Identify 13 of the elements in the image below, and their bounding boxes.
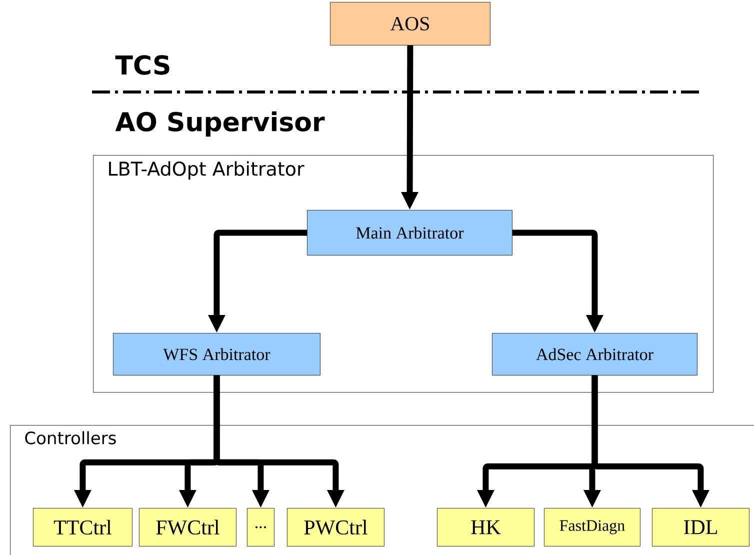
box: FastDiagn [544,508,640,546]
box: AOS [330,2,490,46]
box: AdSec Arbitrator [492,333,698,376]
box: ... [247,508,274,546]
box: Main Arbitrator [307,210,512,256]
box: HK [437,508,534,546]
box: PWCtrl [287,508,384,546]
heading: AO Supervisor [115,111,325,137]
box: IDL [652,508,750,546]
box: TTCtrl [33,508,132,546]
heading: TCS [115,55,170,75]
box: WFS Arbitrator [113,333,320,376]
box: FWCtrl [139,508,236,546]
